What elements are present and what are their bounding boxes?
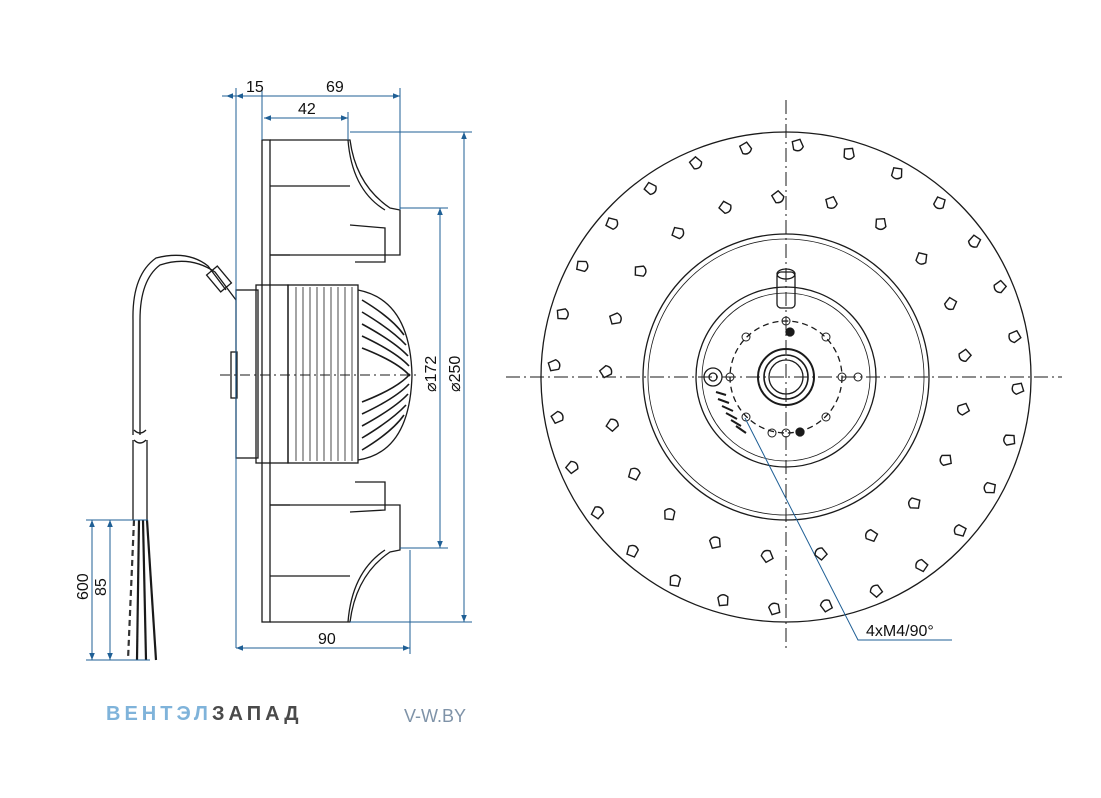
dim-15: 15: [246, 79, 264, 96]
rivet-mark: [1008, 329, 1022, 344]
rivet-mark: [1003, 434, 1016, 446]
brand-name-light: ВЕНТЭЛ: [106, 703, 212, 725]
dim-diameter-172: ⌀172: [423, 356, 440, 392]
rivet-mark: [908, 497, 921, 509]
rivet-mark: [598, 364, 613, 379]
rivet-mark: [550, 410, 564, 425]
rivet-mark: [627, 467, 641, 481]
rivet-mark: [843, 147, 855, 160]
rivet-mark: [608, 312, 622, 325]
rivet-mark: [605, 217, 619, 231]
rivet-mark: [556, 308, 569, 320]
rivet-mark: [564, 460, 579, 475]
rivet-mark: [956, 402, 971, 416]
rivet-mark: [664, 508, 676, 521]
rivet-mark: [738, 141, 753, 155]
rivet-mark: [605, 418, 619, 433]
rivet-mark: [717, 594, 729, 607]
rivet-mark: [671, 226, 685, 240]
rivet-mark: [869, 584, 884, 599]
dim-600: 600: [75, 573, 92, 600]
dim-85: 85: [93, 578, 110, 596]
brand-url: V-W.BY: [404, 706, 467, 726]
rivet-mark: [643, 181, 657, 196]
rivet-mark: [767, 602, 781, 616]
blade-rivets: [547, 138, 1025, 616]
rivet-mark: [825, 195, 838, 209]
rivet-mark: [890, 166, 903, 180]
rivet-mark: [626, 544, 640, 558]
rivet-mark: [915, 558, 929, 573]
rivet-mark: [819, 599, 834, 613]
rivet-mark: [718, 200, 732, 215]
rivet-mark: [708, 536, 721, 550]
rivet-mark: [770, 189, 785, 204]
rivet-mark: [865, 528, 879, 543]
rivet-mark: [967, 234, 982, 248]
rivet-mark: [814, 547, 829, 561]
rivet-mark: [932, 196, 946, 210]
dim-42: 42: [298, 101, 316, 118]
side-view: [126, 139, 413, 661]
rivet-mark: [634, 265, 647, 277]
dim-69: 69: [326, 79, 344, 96]
rivet-mark: [875, 217, 887, 231]
rivet-mark: [915, 251, 928, 265]
rivet-mark: [958, 348, 973, 363]
mounting-callout-label: 4xM4/90°: [866, 623, 934, 640]
dim-diameter-250: ⌀250: [447, 356, 464, 392]
rivet-mark: [669, 574, 682, 588]
brand-name-dark: ЗАПАД: [212, 703, 303, 725]
rivet-mark: [1011, 382, 1025, 396]
rivet-mark: [688, 155, 703, 170]
rivet-mark: [547, 358, 561, 372]
side-view-dimension-labels: 15 69 42 90 ⌀172 ⌀250 600 85: [75, 79, 464, 648]
rivet-mark: [939, 454, 952, 467]
rivet-mark: [993, 279, 1008, 294]
rivet-mark: [760, 549, 774, 564]
rivet-mark: [953, 523, 967, 537]
rivet-mark: [943, 296, 958, 311]
front-view: [506, 100, 1062, 650]
rivet-mark: [590, 506, 605, 520]
dim-90: 90: [318, 631, 336, 648]
rivet-mark: [983, 481, 997, 494]
rivet-mark: [575, 260, 589, 273]
side-view-dimension-lines: [86, 88, 472, 661]
rivet-mark: [791, 138, 805, 152]
